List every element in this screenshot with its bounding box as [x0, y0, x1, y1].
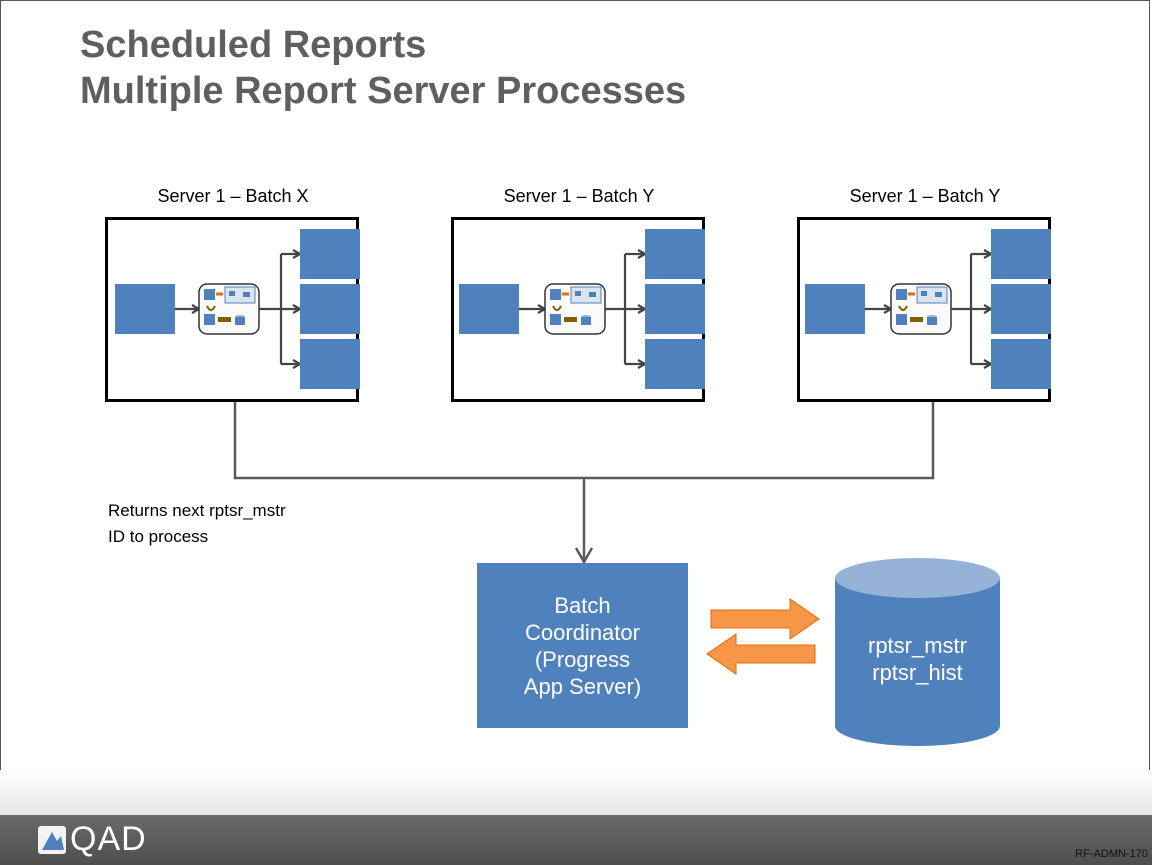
database-table-1: rptsr_mstr	[868, 633, 967, 658]
footer-band	[0, 815, 1152, 865]
server-label-1: Server 1 – Batch X	[157, 186, 309, 206]
database-table-2: rptsr_hist	[872, 660, 963, 685]
batch-coordinator-label: Batch Coordinator (Progress App Server)	[523, 592, 642, 699]
output-block	[645, 284, 705, 334]
server-connector-line	[233, 402, 935, 480]
title-line-1: Scheduled Reports	[80, 24, 427, 66]
database-cylinder	[835, 558, 1000, 746]
orange-arrow-left	[706, 633, 816, 675]
orange-arrow-right	[710, 598, 820, 640]
output-block	[300, 339, 360, 389]
server-label-3: Server 1 – Batch Y	[849, 186, 1001, 206]
title-line-2: Multiple Report Server Processes	[80, 70, 687, 112]
server-label-2: Server 1 – Batch Y	[503, 186, 655, 206]
output-block	[991, 229, 1051, 279]
batch-coordinator-box: Batch Coordinator (Progress App Server)	[477, 563, 688, 728]
qad-logo-text: QAD	[70, 820, 147, 858]
output-block	[991, 284, 1051, 334]
process-icon	[890, 283, 952, 335]
footer-fade	[0, 770, 1152, 815]
page-title: Scheduled Reports Multiple Report Server…	[80, 22, 686, 114]
database-label: rptsr_mstr rptsr_hist	[835, 632, 1000, 686]
server-3-flow	[805, 229, 1051, 389]
slide-code: RF-ADMN-170	[1075, 848, 1148, 860]
output-block	[300, 229, 360, 279]
process-icon	[544, 283, 606, 335]
output-block	[645, 339, 705, 389]
output-block	[300, 284, 360, 334]
output-block	[645, 229, 705, 279]
coordinator-arrowhead	[574, 547, 594, 565]
server-1-flow	[115, 229, 360, 389]
input-block	[459, 284, 519, 334]
server-2-flow	[459, 229, 705, 389]
input-block	[805, 284, 865, 334]
input-block	[115, 284, 175, 334]
output-block	[991, 339, 1051, 389]
returns-note-line-1: Returns next rptsr_mstr	[108, 501, 286, 520]
returns-note: Returns next rptsr_mstr ID to process	[108, 498, 286, 550]
process-icon	[198, 283, 260, 335]
returns-note-line-2: ID to process	[108, 527, 209, 546]
